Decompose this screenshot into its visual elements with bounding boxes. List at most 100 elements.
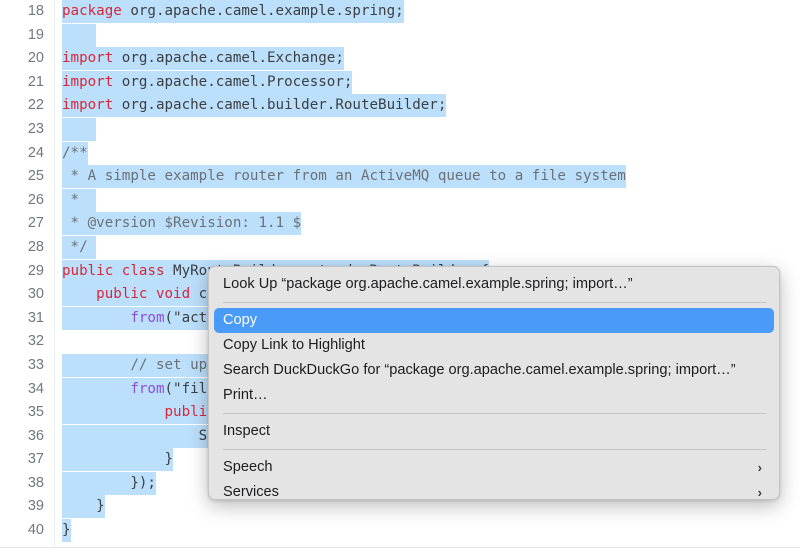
menu-item-label: Speech: [223, 459, 273, 475]
code-token: [62, 117, 97, 141]
line-number: 29: [27, 262, 44, 279]
code-line[interactable]: 27 * @version $Revision: 1.1 $: [0, 212, 800, 236]
code-text[interactable]: }: [62, 519, 71, 543]
menu-item-speech[interactable]: Speech ›: [214, 455, 774, 480]
menu-item-copy[interactable]: Copy: [214, 308, 774, 333]
line-number: 32: [27, 333, 44, 350]
viewer-bottom-border: [0, 547, 800, 548]
menu-separator: [223, 413, 766, 414]
menu-separator: [223, 449, 766, 450]
code-token: [62, 306, 131, 330]
code-line[interactable]: 25 * A simple example router from an Act…: [0, 165, 800, 189]
menu-item-label: Services: [223, 484, 279, 500]
code-token: * @version $Revision: 1.1 $: [62, 212, 302, 236]
line-number: 18: [27, 3, 44, 19]
line-number: 37: [27, 451, 44, 468]
line-number: 34: [27, 380, 44, 397]
line-number: 26: [27, 191, 44, 208]
code-token: public class: [62, 259, 174, 283]
code-line[interactable]: 21 import org.apache.camel.Processor;: [0, 70, 800, 95]
menu-item-inspect[interactable]: Inspect: [214, 419, 774, 444]
line-number: 38: [27, 474, 44, 491]
code-token: org.apache.camel.builder.RouteBuilder;: [121, 94, 447, 118]
menu-separator: [223, 302, 766, 303]
code-line[interactable]: 26 *: [0, 188, 800, 213]
line-number: 40: [27, 522, 44, 539]
code-text[interactable]: package org.apache.camel.example.spring;: [62, 0, 404, 24]
code-token: import: [62, 70, 122, 94]
menu-item-search-duckduckgo-for-package-[interactable]: Search DuckDuckGo for “package org.apach…: [214, 358, 774, 383]
code-token: */: [62, 235, 97, 259]
code-line[interactable]: 22 import org.apache.camel.builder.RouteB…: [0, 94, 800, 118]
code-token: *: [62, 188, 97, 212]
code-text[interactable]: [62, 23, 97, 48]
code-line[interactable]: 39 }: [0, 495, 800, 519]
code-line[interactable]: 20 import org.apache.camel.Exchange;: [0, 47, 800, 71]
code-line[interactable]: 40}: [0, 519, 800, 543]
line-number: 20: [27, 50, 44, 67]
code-line[interactable]: 38 });: [0, 471, 800, 496]
code-token: }: [62, 519, 71, 543]
menu-item-look-up-package-org-apache-cam[interactable]: Look Up “package org.apache.camel.exampl…: [214, 272, 774, 297]
line-number: 22: [27, 97, 44, 114]
code-line[interactable]: 18 package org.apache.camel.example.sprin…: [0, 0, 800, 24]
code-token: package: [62, 0, 131, 23]
code-text[interactable]: });: [62, 471, 156, 496]
line-number: 19: [27, 26, 44, 43]
code-text[interactable]: import org.apache.camel.builder.RouteBui…: [62, 94, 447, 118]
chevron-right-icon: ›: [757, 485, 762, 500]
code-line[interactable]: 23: [0, 117, 800, 142]
code-text[interactable]: import org.apache.camel.Processor;: [62, 70, 353, 95]
code-text[interactable]: }: [62, 495, 105, 519]
code-token: [62, 401, 165, 425]
code-token: from: [130, 306, 165, 330]
line-number: 35: [27, 404, 44, 421]
menu-item-label: Search DuckDuckGo for “package org.apach…: [223, 362, 736, 378]
code-text[interactable]: [62, 117, 97, 142]
menu-item-copy-link-to-highlight[interactable]: Copy Link to Highlight: [214, 333, 774, 358]
code-line[interactable]: 37 }: [0, 448, 800, 472]
code-line[interactable]: 32: [0, 330, 800, 354]
line-number: 24: [27, 144, 44, 161]
code-token: }: [62, 448, 174, 472]
code-text[interactable]: */: [62, 235, 97, 260]
line-number: 33: [27, 356, 44, 373]
code-line[interactable]: 28 */: [0, 235, 800, 260]
line-number: 25: [27, 168, 44, 185]
code-line[interactable]: 19: [0, 23, 800, 48]
menu-item-print[interactable]: Print…: [214, 383, 774, 408]
line-number: 27: [27, 215, 44, 232]
menu-item-services[interactable]: Services ›: [214, 480, 774, 500]
line-number: 21: [27, 73, 44, 90]
code-token: public void: [96, 283, 199, 307]
code-token: org.apache.camel.Processor;: [121, 70, 353, 94]
code-text[interactable]: *: [62, 188, 97, 213]
line-number: 36: [27, 427, 44, 444]
menu-item-label: Look Up “package org.apache.camel.exampl…: [223, 276, 633, 292]
line-number: 39: [27, 498, 44, 515]
code-token: });: [62, 471, 156, 495]
code-token: import: [62, 47, 122, 71]
code-text[interactable]: * @version $Revision: 1.1 $: [62, 212, 302, 236]
code-token: org.apache.camel.example.spring;: [130, 0, 404, 23]
context-menu[interactable]: Look Up “package org.apache.camel.exampl…: [208, 266, 780, 500]
code-token: from: [130, 377, 165, 401]
code-text[interactable]: /**: [62, 141, 88, 166]
line-number: 31: [27, 309, 44, 326]
code-token: [62, 23, 97, 47]
code-token: org.apache.camel.Exchange;: [121, 47, 344, 71]
code-token: * A simple example router from an Active…: [62, 165, 626, 189]
code-line[interactable]: 24 /**: [0, 141, 800, 166]
line-number: 28: [27, 238, 44, 255]
line-number: 23: [27, 120, 44, 137]
code-token: [62, 377, 131, 401]
code-token: import: [62, 94, 122, 118]
code-text[interactable]: import org.apache.camel.Exchange;: [62, 47, 344, 71]
code-text[interactable]: * A simple example router from an Active…: [62, 165, 626, 189]
chevron-right-icon: ›: [757, 460, 762, 475]
gutter-divider: [54, 0, 55, 547]
code-token: [62, 353, 131, 377]
menu-item-label: Inspect: [223, 423, 271, 439]
code-text[interactable]: }: [62, 448, 174, 472]
